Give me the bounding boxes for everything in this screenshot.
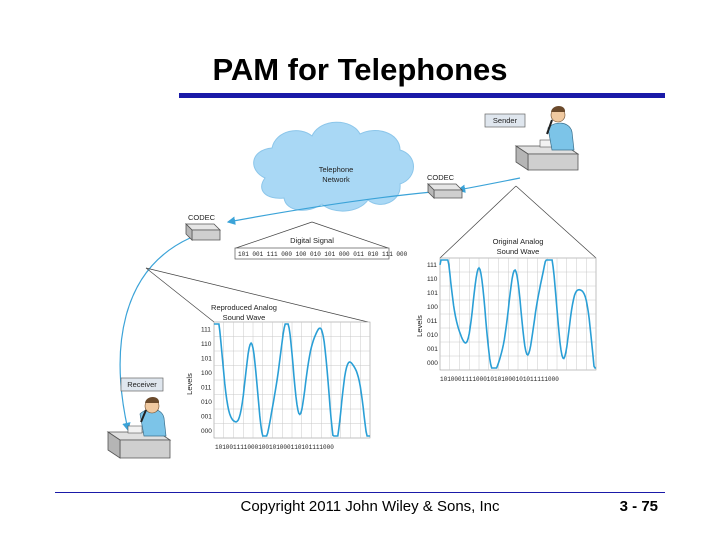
reproduced-levels-axis-label: Levels <box>185 373 194 395</box>
level-tick-label: 110 <box>201 341 212 348</box>
footer-rule <box>55 492 665 493</box>
original-title-line2: Sound Wave <box>497 247 540 256</box>
digital-signal-bits: 101 001 111 000 100 010 101 000 011 010 … <box>238 251 408 258</box>
codec-to-receiver-arrow <box>119 237 191 432</box>
level-tick-label: 000 <box>201 428 212 435</box>
reproduced-title-line2: Sound Wave <box>223 313 266 322</box>
level-tick-label: 000 <box>427 360 438 367</box>
page-number: 3 - 75 <box>619 498 658 515</box>
digital-signal-title: Digital Signal <box>290 236 334 245</box>
receiver-box: Receiver <box>120 377 164 392</box>
receiver-person-icon <box>106 397 172 459</box>
reproduced-title-line1: Reproduced Analog <box>211 303 277 312</box>
reproduced-level-ticks: 111 110 101 100 011 010 001 000 <box>201 326 212 435</box>
codec-to-codec-arrow <box>226 191 433 225</box>
level-tick-label: 101 <box>201 355 212 362</box>
telephone-network-cloud: Telephone Network <box>253 121 414 212</box>
network-label-line2: Network <box>322 175 350 184</box>
original-sound-wave <box>439 259 596 369</box>
level-tick-label: 010 <box>201 399 212 406</box>
receiver-label: Receiver <box>127 380 157 389</box>
original-title-line1: Original Analog <box>493 237 544 246</box>
codec-left: CODEC <box>185 213 221 241</box>
level-tick-label: 100 <box>427 304 438 311</box>
network-label-line1: Telephone <box>319 165 354 174</box>
level-tick-label: 001 <box>427 346 438 353</box>
level-tick-label: 011 <box>201 384 212 391</box>
original-levels-axis-label: Levels <box>415 315 424 337</box>
original-bits: 101000111100010101000101011111000 <box>440 376 559 383</box>
level-tick-label: 111 <box>201 326 211 333</box>
sender-person-icon <box>514 106 580 171</box>
sender-to-codec-arrow <box>456 177 521 193</box>
sender-box: Sender <box>484 113 526 128</box>
reproduced-wave-panel: Reproduced Analog Sound Wave Levels 1111… <box>145 267 371 451</box>
title-underline <box>179 93 665 98</box>
slide-title: PAM for Telephones <box>212 52 508 87</box>
codec-right: CODEC <box>427 173 463 199</box>
level-tick-label: 101 <box>427 290 438 297</box>
original-level-ticks: 111 110 101 100 011 010 001 000 <box>427 262 438 367</box>
sender-label: Sender <box>493 116 518 125</box>
copyright-label: Copyright 2011 John Wiley & Sons, Inc <box>240 498 500 515</box>
reproduced-bits: 101001111000100101000110101111000 <box>215 444 334 451</box>
level-tick-label: 110 <box>427 276 438 283</box>
level-tick-label: 100 <box>201 370 212 377</box>
level-tick-label: 111 <box>427 262 437 269</box>
copyright-text: Copyright 2011 John Wiley & Sons, Inc <box>0 498 720 515</box>
level-tick-label: 011 <box>427 318 438 325</box>
codec-left-label: CODEC <box>188 213 216 222</box>
reproduced-sound-wave <box>214 323 370 437</box>
original-wave-panel: Original Analog Sound Wave Levels 111 110… <box>415 185 597 383</box>
level-tick-label: 001 <box>201 413 212 420</box>
level-tick-label: 010 <box>427 332 438 339</box>
digital-signal: Digital Signal 101 001 111 000 100 010 1… <box>234 221 408 260</box>
codec-right-label: CODEC <box>427 173 455 182</box>
